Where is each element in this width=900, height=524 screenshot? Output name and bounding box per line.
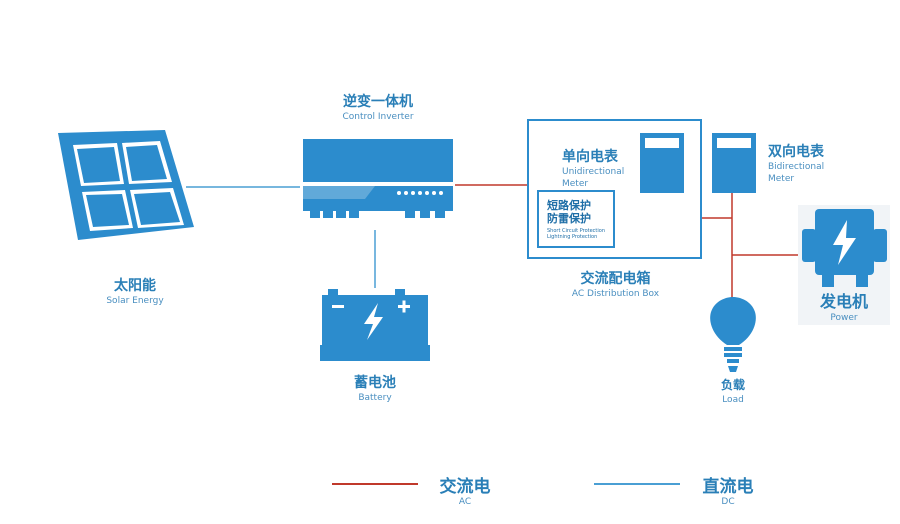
- distribution-box: [527, 119, 702, 259]
- generator-label-cn: 发电机: [819, 292, 868, 311]
- generator-icon: [798, 205, 890, 325]
- uni-meter-label-en2: Meter: [562, 179, 589, 189]
- protection-label-cn2: 防雷保护: [547, 212, 591, 225]
- bi-meter-label-cn: 双向电表: [768, 144, 824, 160]
- uni-meter-label-en1: Unidirectional: [562, 167, 625, 177]
- legend-ac-en: AC: [458, 497, 472, 507]
- distribution-box-label-en: AC Distribution Box: [571, 289, 660, 299]
- bi-meter-label-en2: Meter: [768, 174, 795, 184]
- generator-label-en: Power: [830, 313, 858, 323]
- solar-panel-icon: [58, 130, 194, 240]
- protection-label-cn1: 短路保护: [547, 199, 591, 212]
- solar-label-en: Solar Energy: [106, 296, 164, 306]
- generator-label: 发电机 Power: [802, 292, 886, 324]
- battery-icon: [320, 289, 430, 361]
- inverter-label: 逆变一体机 Control Inverter: [318, 93, 438, 123]
- protection-label-en2: Lightning Protection: [547, 234, 598, 240]
- bi-meter-label-en1: Bidirectional: [768, 162, 825, 172]
- battery-label-en: Battery: [358, 393, 392, 403]
- distribution-box-label: 交流配电箱 AC Distribution Box: [548, 270, 683, 300]
- distribution-box-label-cn: 交流配电箱: [580, 271, 651, 287]
- uni-meter-label: 单向电表 Unidirectional Meter: [562, 148, 640, 190]
- bi-meter-label: 双向电表 Bidirectional Meter: [768, 143, 868, 185]
- solar-label-cn: 太阳能: [114, 278, 156, 294]
- legend-dc-cn: 直流电: [702, 477, 754, 497]
- load-label: 负载 Load: [698, 376, 768, 406]
- uni-meter-label-cn: 单向电表: [562, 149, 618, 165]
- battery-label-cn: 蓄电池: [354, 375, 396, 391]
- load-label-cn: 负载: [720, 378, 745, 392]
- legend-ac-cn: 交流电: [439, 477, 491, 497]
- inverter-label-en: Control Inverter: [342, 112, 414, 122]
- light-bulb-icon: [710, 297, 756, 372]
- bidirectional-meter-icon: [712, 133, 756, 193]
- inverter-label-cn: 逆变一体机: [343, 94, 413, 110]
- battery-label: 蓄电池 Battery: [320, 374, 430, 404]
- legend-dc-en: DC: [721, 497, 735, 507]
- solar-label: 太阳能 Solar Energy: [80, 277, 190, 307]
- load-label-en: Load: [722, 395, 744, 405]
- legend-dc: 直流电 DC: [688, 472, 768, 507]
- protection-label: 短路保护 防雷保护 Short Circuit Protection Light…: [547, 199, 611, 240]
- legend-ac: 交流电 AC: [425, 472, 505, 507]
- protection-label-en1: Short Circuit Protection: [547, 228, 605, 234]
- inverter-icon: [303, 139, 453, 218]
